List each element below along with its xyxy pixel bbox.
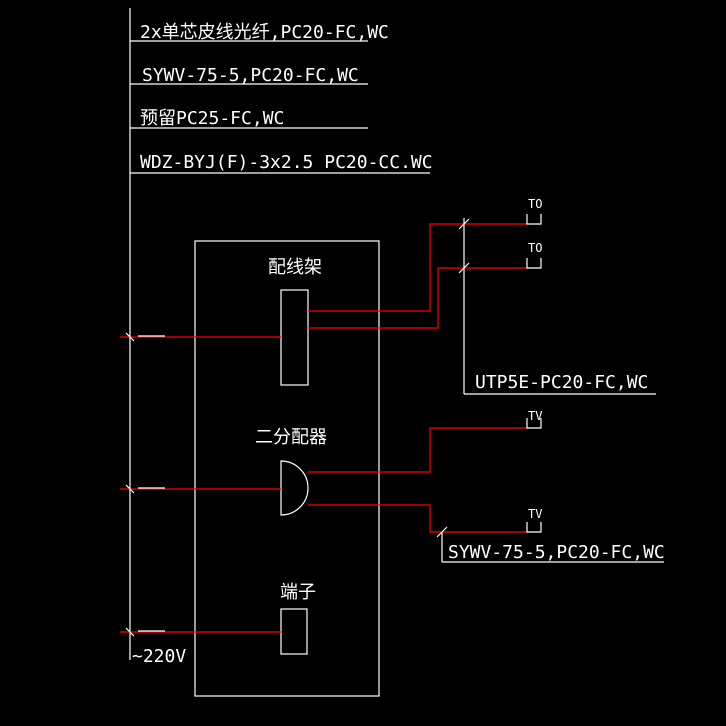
- cable-label-reserved: 预留PC25-FC,WC: [140, 108, 284, 129]
- tv-outlet-1: TV: [526, 409, 542, 429]
- terminal-label: 端子: [280, 582, 316, 603]
- data-outlet-1: TO: [526, 197, 542, 225]
- outlet-label-tv-2: TV: [528, 507, 542, 521]
- cable-label-fiber: 2x单芯皮线光纤,PC20-FC,WC: [140, 22, 389, 43]
- distribution-box: [194, 240, 380, 697]
- terminal: [280, 608, 308, 655]
- splitter: [280, 460, 309, 516]
- cable-label-group-3: 预留PC25-FC,WC: [130, 108, 368, 129]
- incoming-wire-tv: [120, 484, 281, 494]
- outlet-label-to-1: TO: [528, 197, 542, 211]
- incoming-wire-data: [120, 332, 281, 342]
- cable-label-coax: SYWV-75-5,PC20-FC,WC: [142, 65, 359, 86]
- patch-panel-label: 配线架: [268, 257, 322, 278]
- cable-label-group-2: SYWV-75-5,PC20-FC,WC: [130, 65, 368, 86]
- tv-branch-label: SYWV-75-5,PC20-FC,WC: [448, 542, 665, 563]
- cable-label-power: WDZ-BYJ(F)-3x2.5 PC20-CC.WC: [140, 152, 433, 173]
- cable-label-group-1: 2x单芯皮线光纤,PC20-FC,WC: [130, 22, 389, 43]
- patch-panel: [280, 289, 309, 386]
- cable-label-group-4: WDZ-BYJ(F)-3x2.5 PC20-CC.WC: [130, 152, 433, 174]
- tv-wire-2: [308, 504, 527, 533]
- data-wire-1: [308, 223, 527, 312]
- incoming-wire-power: [120, 627, 281, 637]
- tv-outlet-2: TV: [526, 507, 542, 533]
- data-branch-label: UTP5E-PC20-FC,WC: [475, 372, 648, 393]
- power-label: ~220V: [132, 646, 186, 667]
- outlet-label-tv-1: TV: [528, 409, 542, 423]
- tv-wire-1: [308, 427, 527, 473]
- data-wire-2: [308, 267, 527, 329]
- splitter-label: 二分配器: [255, 427, 327, 448]
- data-outlet-2: TO: [526, 241, 542, 269]
- outlet-label-to-2: TO: [528, 241, 542, 255]
